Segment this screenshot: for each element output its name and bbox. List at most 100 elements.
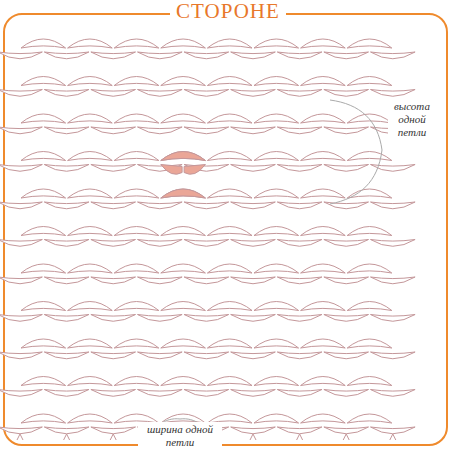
purl-bump [91,390,136,397]
purl-bump [44,390,89,397]
purl-bump [184,127,229,134]
purl-bump [371,52,416,59]
purl-bump [21,414,66,423]
purl-bump [184,52,229,59]
purl-bump [231,390,276,397]
purl-bump [301,227,346,236]
purl-bump [0,277,42,284]
purl-bump [138,240,183,247]
purl-bump [91,127,136,134]
purl-bump [371,427,416,434]
purl-bump [254,302,299,311]
purl-bump [91,352,136,359]
purl-bump [324,427,369,434]
purl-bump [254,339,299,348]
purl-bump [277,277,322,284]
purl-bump [114,302,159,311]
purl-bump [21,39,66,48]
purl-bump [231,202,276,209]
purl-bump [114,77,159,86]
purl-bump [207,39,252,48]
purl-bump [254,39,299,48]
purl-bump [254,377,299,386]
purl-bump [371,240,416,247]
purl-bump [207,302,252,311]
purl-bump [347,152,392,161]
purl-bump [44,315,89,322]
purl-bump [301,302,346,311]
purl-bump [21,302,66,311]
purl-bump [161,339,206,348]
purl-bump [138,352,183,359]
purl-bump [371,315,416,322]
purl-bump [161,227,206,236]
purl-bump [371,277,416,284]
purl-bump [91,277,136,284]
purl-bump [0,165,42,172]
purl-bump [161,114,206,123]
purl-bump [44,202,89,209]
purl-bump [324,240,369,247]
purl-bump [254,227,299,236]
purl-bump [254,77,299,86]
purl-bump [161,39,206,48]
purl-bump [0,90,42,97]
purl-bump [324,352,369,359]
purl-bump [161,77,206,86]
purl-bump [277,315,322,322]
purl-bump [231,352,276,359]
purl-bump [324,165,369,172]
purl-bump [301,77,346,86]
purl-bump [0,390,42,397]
purl-bump [0,427,42,434]
purl-bump [347,77,392,86]
purl-bump [44,352,89,359]
purl-bump [138,315,183,322]
purl-bump [207,152,252,161]
purl-bump [68,114,113,123]
purl-bump [231,427,276,434]
purl-bump [371,202,416,209]
purl-bump [301,114,346,123]
purl-bump [68,39,113,48]
purl-bump [0,315,42,322]
purl-bump [161,377,206,386]
purl-bump [138,90,183,97]
purl-bump [277,52,322,59]
purl-bump [301,39,346,48]
purl-bump [161,189,206,198]
purl-bump [301,339,346,348]
purl-bump [68,77,113,86]
purl-bump [184,390,229,397]
purl-bump [324,52,369,59]
purl-bump [68,339,113,348]
purl-bump [114,39,159,48]
purl-bump [44,165,89,172]
purl-bump [207,227,252,236]
purl-bump [91,315,136,322]
purl-bump [21,339,66,348]
purl-bump [44,277,89,284]
purl-bump [68,227,113,236]
purl-bump [21,152,66,161]
purl-bump [324,277,369,284]
purl-bump [254,114,299,123]
purl-bump [114,114,159,123]
purl-bump [91,52,136,59]
purl-bump [301,189,346,198]
purl-fabric [0,39,415,434]
purl-bump [161,302,206,311]
purl-bump [347,302,392,311]
purl-bump [277,390,322,397]
purl-bump [138,202,183,209]
purl-bump [68,152,113,161]
purl-bump [347,227,392,236]
purl-bump [44,127,89,134]
purl-bump [277,90,322,97]
purl-bump [207,114,252,123]
purl-bump [44,90,89,97]
purl-bump [231,165,276,172]
purl-bump [207,264,252,273]
